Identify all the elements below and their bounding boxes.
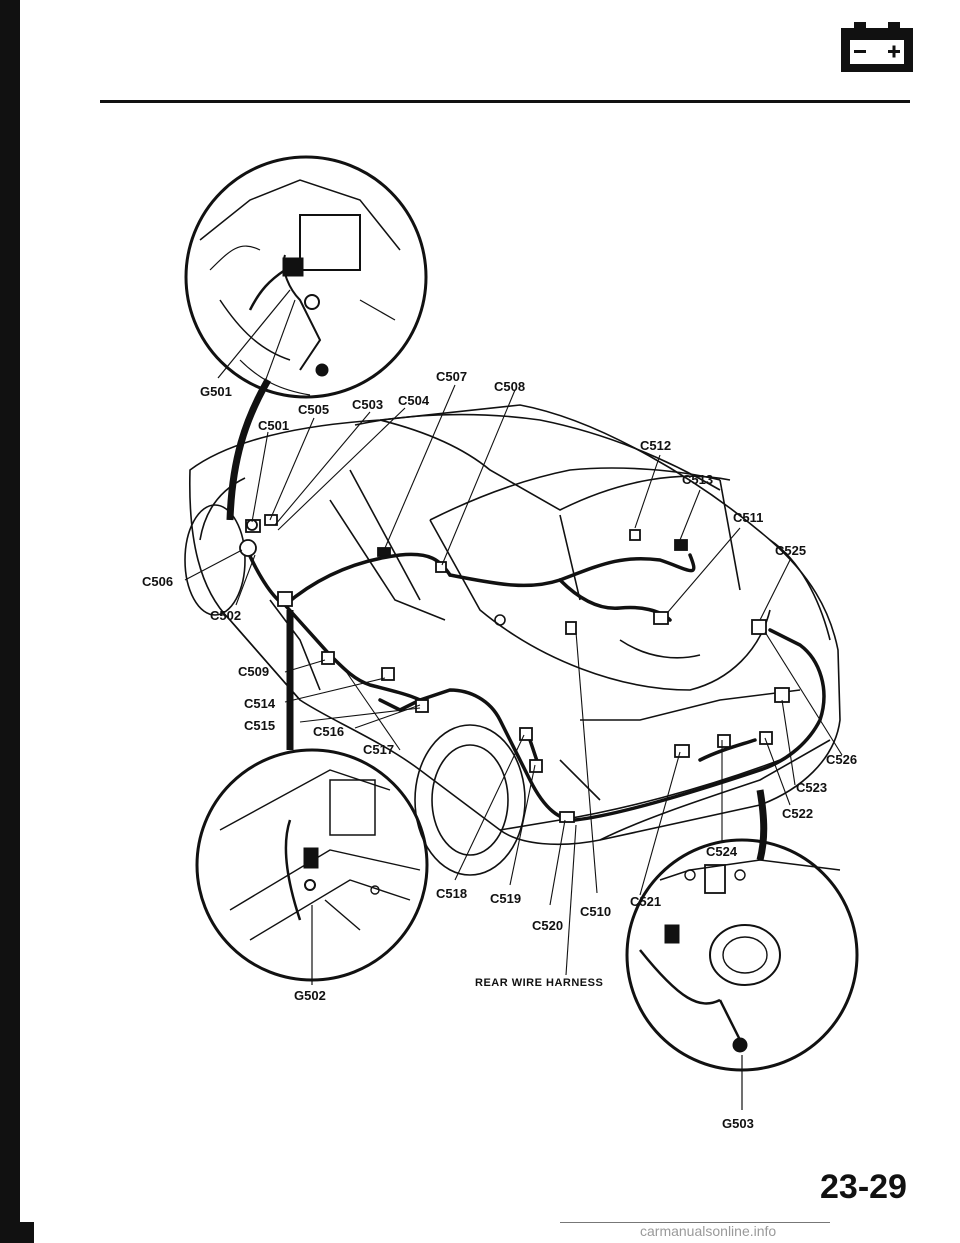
connectors: [239, 514, 790, 823]
label-c512: C512: [640, 438, 671, 453]
zoom-circle-g503: [625, 838, 859, 1110]
label-c503: C503: [352, 397, 383, 412]
watermark-link[interactable]: carmanualsonline.info: [640, 1223, 777, 1239]
page-number: 23-29: [820, 1168, 907, 1206]
label-c507: C507: [436, 369, 467, 384]
label-g501: G501: [200, 384, 232, 399]
label-c505: C505: [298, 402, 329, 417]
car-body-outline: [184, 404, 841, 876]
g501-callout-leader: [226, 378, 272, 521]
callout-leaders: [184, 299, 843, 976]
header-rule: [100, 100, 910, 103]
label-c517: C517: [363, 742, 394, 757]
label-g502: G502: [294, 988, 326, 1003]
label-c523: C523: [796, 780, 827, 795]
label-c510: C510: [580, 904, 611, 919]
label-c508: C508: [494, 379, 525, 394]
label-c506: C506: [142, 574, 173, 589]
zoom-circle-g501: [184, 155, 428, 399]
label-c522: C522: [782, 806, 813, 821]
zoom-circle-g502: [195, 748, 429, 985]
battery-icon: [841, 22, 913, 72]
page-binding-foot: [0, 1222, 34, 1243]
label-rear-wire-harness: REAR WIRE HARNESS: [475, 977, 603, 989]
label-c521: C521: [630, 894, 661, 909]
label-c524: C524: [706, 844, 738, 859]
rear-wire-harness-path: [243, 543, 826, 822]
label-c501: C501: [258, 418, 289, 433]
page-binding-edge: [0, 0, 20, 1243]
label-c514: C514: [244, 696, 276, 711]
label-c518: C518: [436, 886, 467, 901]
label-c511: C511: [733, 510, 763, 525]
g503-callout-leader: [756, 789, 768, 861]
label-c516: C516: [313, 724, 344, 739]
label-c519: C519: [490, 891, 521, 906]
label-c520: C520: [532, 918, 563, 933]
label-c513: C513: [682, 472, 713, 487]
label-c509: C509: [238, 664, 269, 679]
footer-rule: [560, 1222, 830, 1223]
label-c515: C515: [244, 718, 275, 733]
label-c502: C502: [210, 608, 241, 623]
label-g503: G503: [722, 1116, 754, 1131]
label-c525: C525: [775, 543, 806, 558]
label-c504: C504: [398, 393, 430, 408]
label-c526: C526: [826, 752, 857, 767]
